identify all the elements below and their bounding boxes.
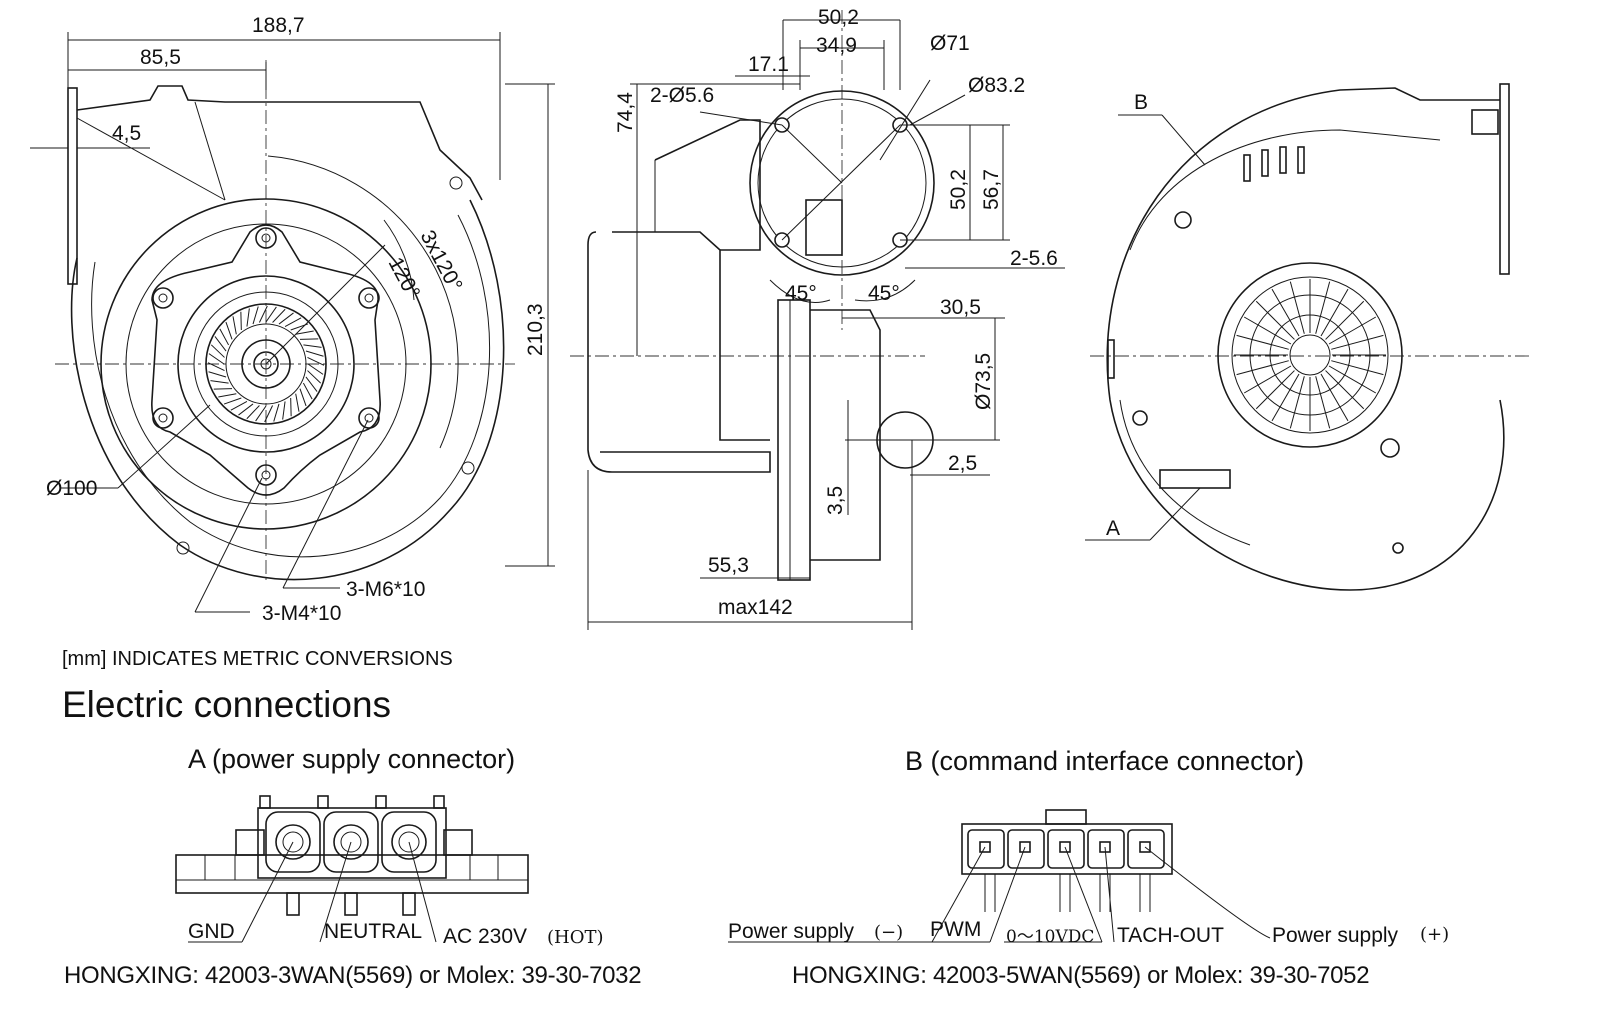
metric-note: [mm] INDICATES METRIC CONVERSIONS: [62, 648, 453, 670]
dim-angle-left: 45°: [785, 282, 817, 305]
label-b: B: [1134, 91, 1148, 114]
label-a: A: [1106, 517, 1120, 540]
connector-a-drawing: [175, 795, 529, 943]
section-title: Electric connections: [62, 684, 392, 725]
pin-pwm: PWM: [930, 918, 981, 941]
dim-dia-inner: Ø71: [930, 32, 970, 55]
pin-ac: AC 230V: [443, 925, 527, 948]
connector-a-title: A (power supply connector): [188, 744, 516, 774]
dim-outlet-dia: Ø73,5: [972, 353, 995, 410]
dim-step: 3,5: [824, 486, 847, 515]
dim-side-height: 74,4: [614, 92, 637, 133]
dim-offset: 17.1: [748, 53, 789, 76]
connector-b-part-number: HONGXING: 42003-5WAN(5569) or Molex: 39-…: [792, 962, 1370, 989]
dim-screw-m6: 3-M6*10: [346, 578, 425, 601]
dim-v1: 50,2: [947, 169, 970, 210]
pin-tach-out: TACH-OUT: [1117, 924, 1224, 947]
dim-slots: 2-5.6: [1010, 247, 1058, 270]
pin-ac-hot: (HOT): [547, 927, 604, 948]
pin-gnd: GND: [188, 920, 235, 943]
dim-v2: 56,7: [980, 169, 1003, 210]
pin-power-minus-sign: (−): [874, 922, 903, 943]
dim-holes: 2-Ø5.6: [650, 84, 714, 107]
dim-base: 55,3: [708, 554, 749, 577]
dim-screw-m4: 3-M4*10: [262, 602, 341, 625]
dim-gap: 2,5: [948, 452, 977, 475]
dim-inner-width: 34,9: [816, 34, 857, 57]
dim-flange: 4,5: [112, 122, 141, 145]
dim-height: 210,3: [524, 303, 547, 356]
dim-dia-outer: Ø83.2: [968, 74, 1025, 97]
front-view: 188,7 85,5 4,5 210,3 3x120° 120° Ø100 3-…: [30, 14, 555, 625]
dim-outer-width: 50,2: [818, 6, 859, 29]
rear-view: B A: [1085, 83, 1530, 591]
dim-angle-right: 45°: [868, 282, 900, 305]
side-view: 50,2 34,9 17.1 74,4 2-Ø5.6 Ø71 Ø83.2 50,…: [570, 6, 1065, 630]
connector-b-title: B (command interface connector): [905, 746, 1305, 776]
dim-angle: 120°: [384, 254, 425, 303]
connector-b-drawing: [728, 809, 1271, 943]
pin-power-minus: Power supply: [728, 920, 855, 943]
dim-max-length: max142: [718, 596, 793, 619]
pin-power-plus-sign: (+): [1420, 924, 1449, 945]
pin-neutral: NEUTRAL: [324, 920, 422, 943]
pin-analog: 0～10VDC: [1006, 927, 1094, 947]
dim-pattern: 3x120°: [416, 227, 467, 296]
connector-a-part-number: HONGXING: 42003-3WAN(5569) or Molex: 39-…: [64, 962, 642, 989]
dim-overall-width: 188,7: [252, 14, 305, 37]
dim-outlet-offset: 30,5: [940, 296, 981, 319]
dim-diameter-100: Ø100: [46, 477, 97, 500]
dim-shaft-offset: 85,5: [140, 46, 181, 69]
pin-power-plus: Power supply: [1272, 924, 1399, 947]
